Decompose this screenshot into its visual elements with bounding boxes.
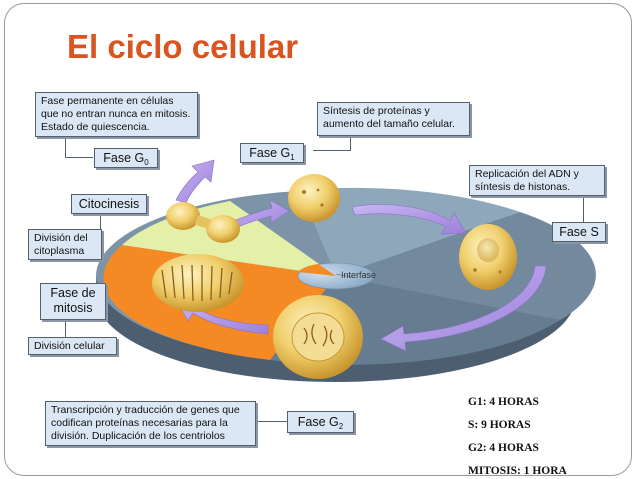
label-citocinesis: Citocinesis [71, 194, 147, 214]
label-phase-g1-sub: 1 [290, 153, 295, 162]
note-cytoplasm-text: División del citoplasma [34, 232, 88, 257]
connector-quiescence-h [65, 157, 93, 158]
label-phase-s: Fase S [552, 222, 606, 242]
label-phase-g0-sub: 0 [144, 158, 149, 167]
cell-mitosis [152, 254, 244, 312]
note-s: Replicación del ADN y síntesis de histon… [469, 165, 605, 196]
label-phase-g0-name: Fase G [103, 151, 145, 165]
note-g1-text: Síntesis de proteínas y aumento del tama… [323, 105, 455, 130]
arrow-to-g0 [175, 159, 215, 204]
connector-g2 [257, 421, 287, 422]
slide-frame [4, 3, 632, 476]
arrow-g1-to-s [351, 204, 467, 235]
connector-g1-h [313, 150, 351, 151]
cell-g1 [288, 174, 340, 222]
note-cell-division: División celular [28, 337, 117, 355]
note-cytoplasm: División del citoplasma [28, 229, 102, 260]
duration-s: S: 9 HORAS [468, 419, 531, 431]
connector-mitosis [65, 319, 66, 338]
cell-cytokinesis [166, 202, 240, 243]
label-phase-s-text: Fase S [559, 225, 599, 239]
cycle-arrows [175, 159, 547, 352]
note-quiescence: Fase permanente en células que no entran… [35, 92, 198, 137]
duration-mitosis: MITOSIS: 1 HORA [468, 465, 567, 477]
connector-cytoplasm [100, 214, 101, 230]
note-g2: Transcripción y traducción de genes que … [45, 401, 256, 446]
label-phase-g2: Fase G2 [287, 411, 354, 433]
cell-g2 [273, 295, 363, 379]
label-phase-g2-name: Fase G [297, 415, 339, 429]
note-s-text: Replicación del ADN y síntesis de histon… [475, 168, 579, 193]
note-quiescence-text: Fase permanente en células que no entran… [41, 95, 191, 133]
duration-g2: G2: 4 HORAS [468, 442, 539, 454]
label-phase-g0: Fase G0 [94, 148, 158, 168]
label-phase-mitosis: Fase de mitosis [40, 283, 106, 320]
connector-s [583, 196, 584, 223]
note-cell-division-text: División celular [34, 340, 105, 352]
phase-durations: G1: 4 HORAS S: 9 HORAS G2: 4 HORAS MITOS… [468, 395, 567, 479]
note-g1: Síntesis de proteínas y aumento del tama… [317, 102, 470, 136]
label-phase-mitosis-text: Fase de mitosis [50, 286, 96, 315]
cell-s [459, 224, 517, 290]
label-citocinesis-text: Citocinesis [78, 197, 140, 211]
connector-quiescence [65, 136, 66, 158]
label-phase-g2-sub: 2 [338, 422, 344, 431]
label-phase-g1: Fase G1 [240, 143, 304, 163]
arrow-s-to-g2 [380, 265, 547, 352]
duration-g1: G1: 4 HORAS [468, 396, 539, 408]
label-phase-g1-name: Fase G [249, 146, 291, 160]
slide-title: El ciclo celular [67, 28, 299, 65]
note-g2-text: Transcripción y traducción de genes que … [51, 404, 240, 442]
connector-g1 [350, 136, 351, 150]
interfase-label: Interfase [341, 270, 377, 280]
